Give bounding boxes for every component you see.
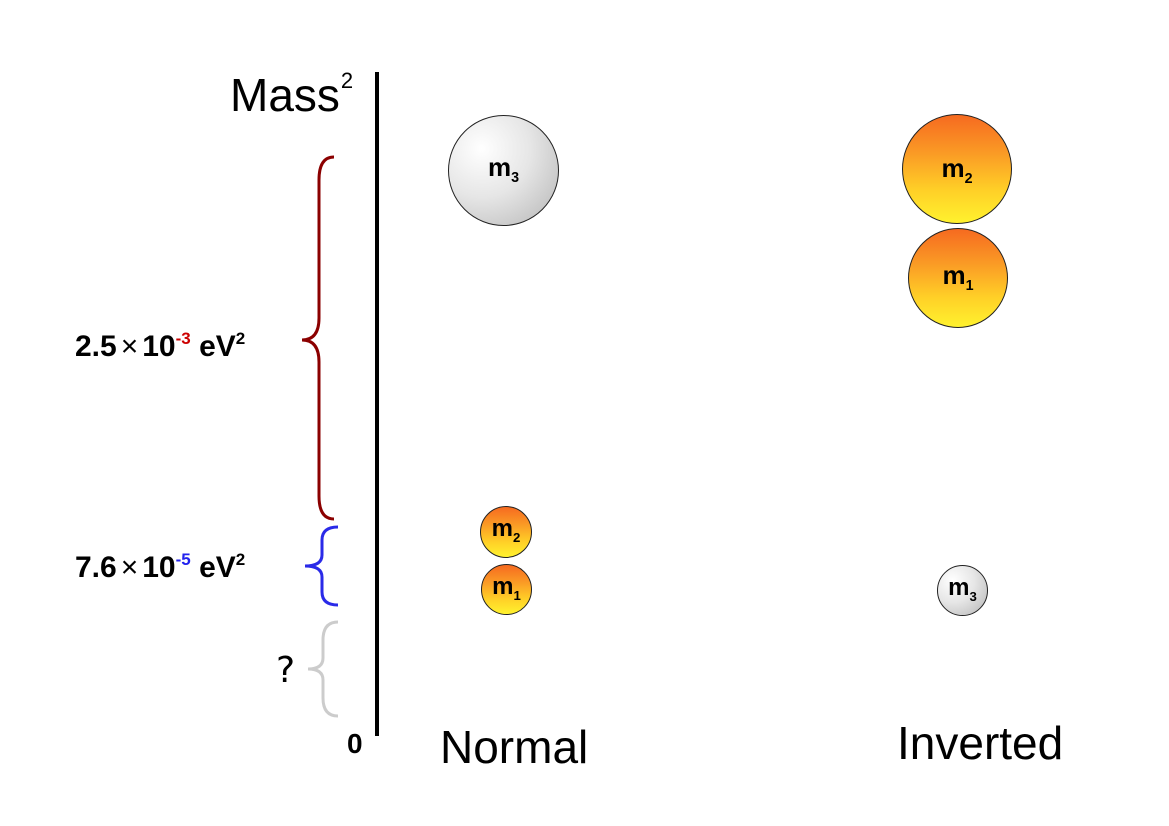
atmospheric-mantissa: 2.5 xyxy=(75,330,117,363)
atmospheric-unit: eV xyxy=(199,330,236,363)
solar-times-sign: × xyxy=(120,551,139,584)
axis-title-exponent: 2 xyxy=(340,68,354,93)
solar-splitting-brace xyxy=(304,525,339,607)
solar-splitting-label: 7.6×10-5 eV2 xyxy=(75,550,246,584)
inverted-m1-circle: m1 xyxy=(908,228,1008,328)
inverted-m1-label: m1 xyxy=(942,260,974,295)
normal-m2-label: m2 xyxy=(491,515,521,545)
atmospheric-times-sign: × xyxy=(120,330,139,363)
atmospheric-exponent: -3 xyxy=(175,329,191,348)
inverted-m3-circle: m3 xyxy=(937,565,988,616)
normal-m3-circle: m3 xyxy=(448,115,559,226)
atmospheric-base: 10 xyxy=(142,330,176,363)
lightest-mass-unknown-label: ? xyxy=(276,650,296,691)
normal-ordering-label: Normal xyxy=(440,721,589,773)
inverted-m2-circle: m2 xyxy=(902,114,1012,224)
lightest-mass-brace xyxy=(307,620,339,718)
solar-mantissa: 7.6 xyxy=(75,551,117,584)
solar-unit: eV xyxy=(199,551,236,584)
inverted-ordering-label: Inverted xyxy=(897,717,1064,769)
normal-m1-circle: m1 xyxy=(481,564,532,615)
inverted-m2-label: m2 xyxy=(941,153,973,188)
atmospheric-unit-exponent: 2 xyxy=(235,329,246,348)
solar-unit-exponent: 2 xyxy=(235,550,246,569)
solar-base: 10 xyxy=(142,551,176,584)
inverted-m3-label: m3 xyxy=(948,574,977,604)
axis-zero-label: 0 xyxy=(347,728,363,759)
normal-m2-circle: m2 xyxy=(480,506,532,558)
normal-m1-label: m1 xyxy=(492,573,521,603)
solar-exponent: -5 xyxy=(175,550,191,569)
atmospheric-splitting-label: 2.5×10-3 eV2 xyxy=(75,329,246,363)
mass-squared-axis-title: Mass2 xyxy=(230,69,353,121)
axis-title-text: Mass xyxy=(230,69,340,121)
atmospheric-splitting-brace xyxy=(301,155,335,521)
normal-m3-label: m3 xyxy=(487,152,520,187)
